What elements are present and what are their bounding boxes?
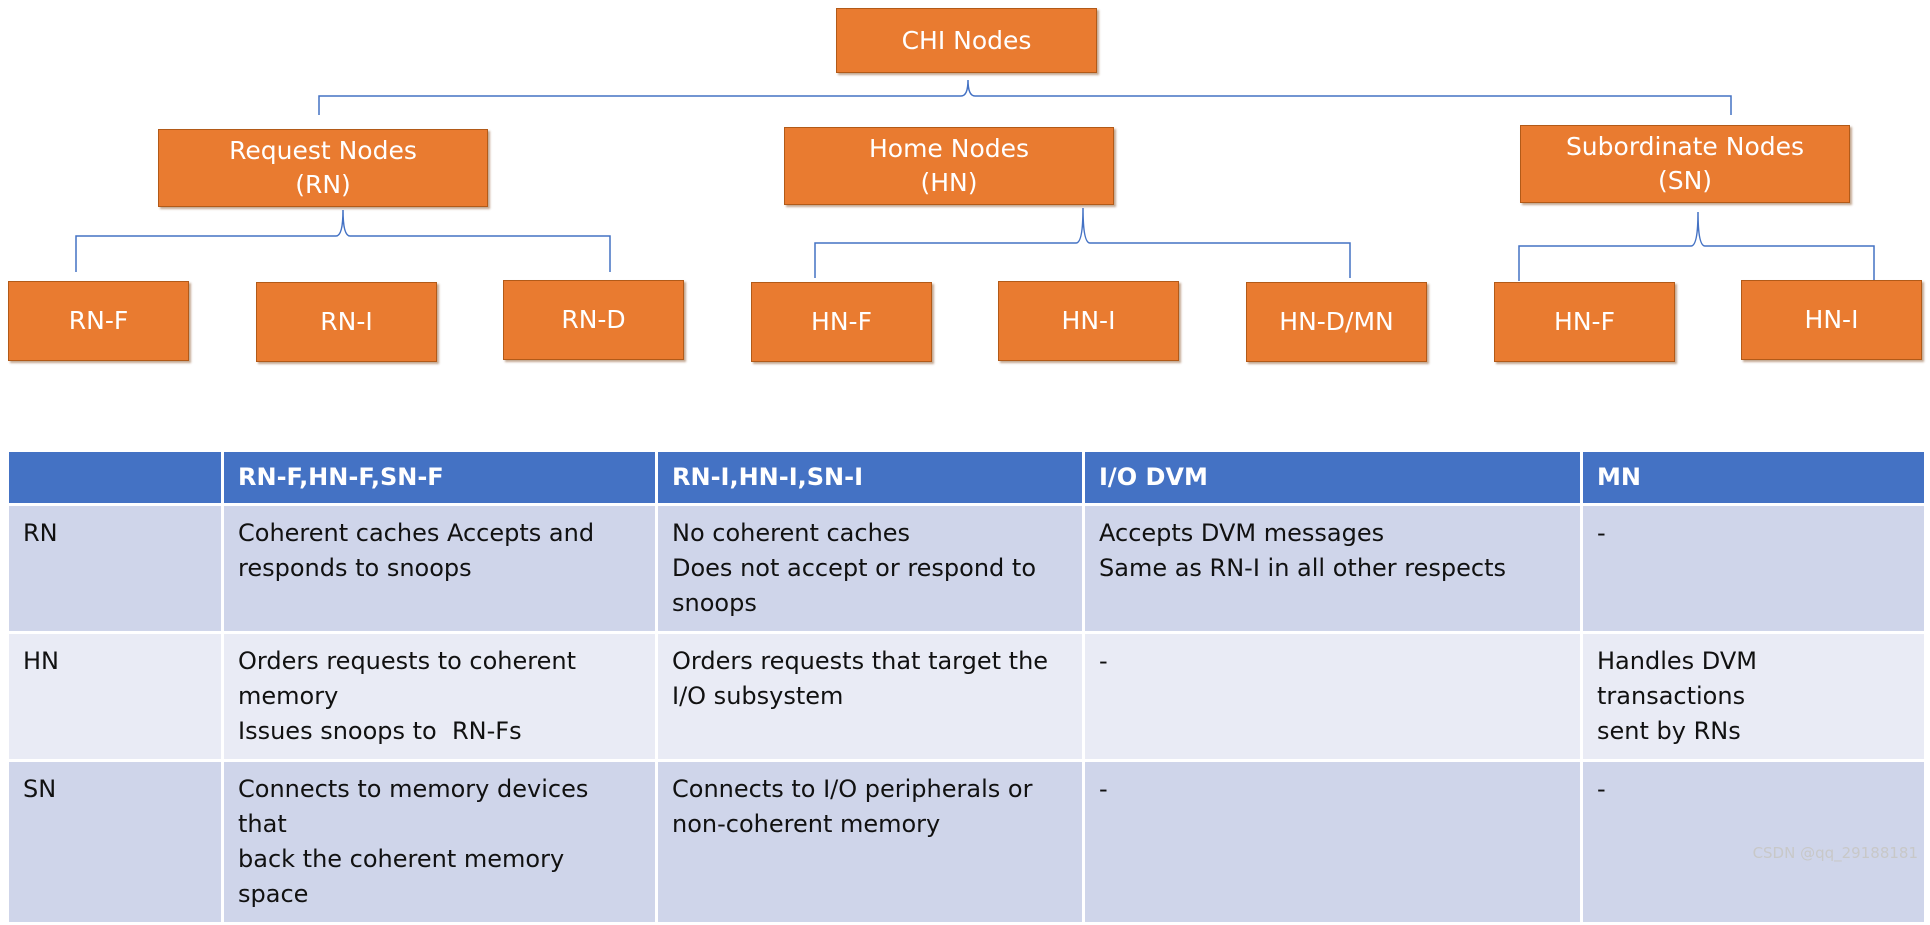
watermark: CSDN @qq_29188181 [1752,844,1918,862]
node-rn-i: RN-I [256,282,437,362]
cell-line: Accepts DVM messages [1099,519,1385,547]
cell-line: Issues snoops to RN-Fs [238,717,522,745]
table-row-hn: HN Orders requests to coherent memory Is… [6,631,1927,762]
node-label: HN-I [1061,306,1116,335]
table-cell: - [1580,503,1927,634]
cell-line: - [1099,647,1108,675]
node-label: CHI Nodes [901,25,1032,55]
node-hn-f: HN-F [751,282,932,362]
cell-line: back the coherent memory space [238,845,565,908]
cell-line: Orders requests that target the [672,647,1049,675]
hierarchy-connectors [75,79,1875,281]
node-label: Home Nodes [868,134,1030,163]
connector-rn [75,209,611,272]
row-label: HN [6,631,224,762]
cell-line: Orders requests to coherent [238,647,577,675]
node-abbrev: (SN) [1657,166,1713,195]
cell-line: - [1099,775,1108,803]
node-label: RN-I [320,307,373,336]
cell-line: Connects to I/O peripherals or [672,775,1033,803]
node-label: HN-D/MN [1279,307,1394,336]
node-sn-hn-f: HN-F [1494,282,1675,362]
cell-line: Same as RN-I in all other respects [1099,554,1507,582]
node-label: HN-F [1554,307,1615,336]
node-hn-d-mn: HN-D/MN [1246,282,1427,362]
table-row-rn: RN Coherent caches Accepts and responds … [6,503,1927,634]
connector-root [318,79,1732,115]
node-label: Subordinate Nodes [1565,132,1805,161]
cell-line: Handles DVM transactions [1597,647,1757,710]
cell-line: - [1597,519,1606,547]
table-cell: Connects to memory devices that back the… [221,759,658,925]
node-label: RN-D [561,305,626,334]
table-cell: Orders requests to coherent memory Issue… [221,631,658,762]
node-hn-i: HN-I [998,281,1179,361]
node-abbrev: (HN) [920,168,978,197]
cell-line: non-coherent memory [672,810,941,838]
node-label: HN-F [811,307,872,336]
node-chi-root: CHI Nodes [836,8,1097,73]
connector-sn [1518,211,1875,281]
header-cell-mn: MN [1580,449,1927,506]
node-rn-d: RN-D [503,280,684,360]
table-cell: - [1580,759,1927,925]
node-subordinate-nodes: Subordinate Nodes (SN) [1520,125,1850,203]
node-home-nodes: Home Nodes (HN) [784,127,1114,205]
node-abbrev: (RN) [295,170,351,199]
cell-line: No coherent caches [672,519,911,547]
cell-line: I/O subsystem [672,682,844,710]
node-sn-hn-i: HN-I [1741,280,1922,360]
node-label: RN-F [68,306,129,335]
cell-line: - [1597,775,1606,803]
node-request-nodes: Request Nodes (RN) [158,129,488,207]
header-cell-i-type: RN-I,HN-I,SN-I [655,449,1085,506]
cell-line: Does not accept or respond to [672,554,1037,582]
table-cell: No coherent caches Does not accept or re… [655,503,1085,634]
node-rn-f: RN-F [8,281,189,361]
table-cell: - [1082,759,1583,925]
header-cell-f-type: RN-F,HN-F,SN-F [221,449,658,506]
cell-line: memory [238,682,339,710]
table-cell: Orders requests that target the I/O subs… [655,631,1085,762]
table-row-sn: SN Connects to memory devices that back … [6,759,1927,925]
row-label: RN [6,503,224,634]
node-types-table: RN-F,HN-F,SN-F RN-I,HN-I,SN-I I/O DVM MN… [6,449,1927,925]
table-cell: - [1082,631,1583,762]
table-cell: Handles DVM transactions sent by RNs [1580,631,1927,762]
cell-line: responds to snoops [238,554,472,582]
cell-line: Coherent caches Accepts and [238,519,595,547]
table-cell: Accepts DVM messages Same as RN-I in all… [1082,503,1583,634]
node-label: HN-I [1804,305,1859,334]
cell-line: snoops [672,589,757,617]
cell-line: Connects to memory devices that [238,775,589,838]
table-cell: Connects to I/O peripherals or non-coher… [655,759,1085,925]
header-cell-blank [6,449,224,506]
header-cell-io-dvm: I/O DVM [1082,449,1583,506]
node-label: Request Nodes [229,136,417,165]
cell-line: sent by RNs [1597,717,1741,745]
row-label: SN [6,759,224,925]
table-header-row: RN-F,HN-F,SN-F RN-I,HN-I,SN-I I/O DVM MN [6,449,1927,506]
table-cell: Coherent caches Accepts and responds to … [221,503,658,634]
connector-hn [814,207,1351,278]
